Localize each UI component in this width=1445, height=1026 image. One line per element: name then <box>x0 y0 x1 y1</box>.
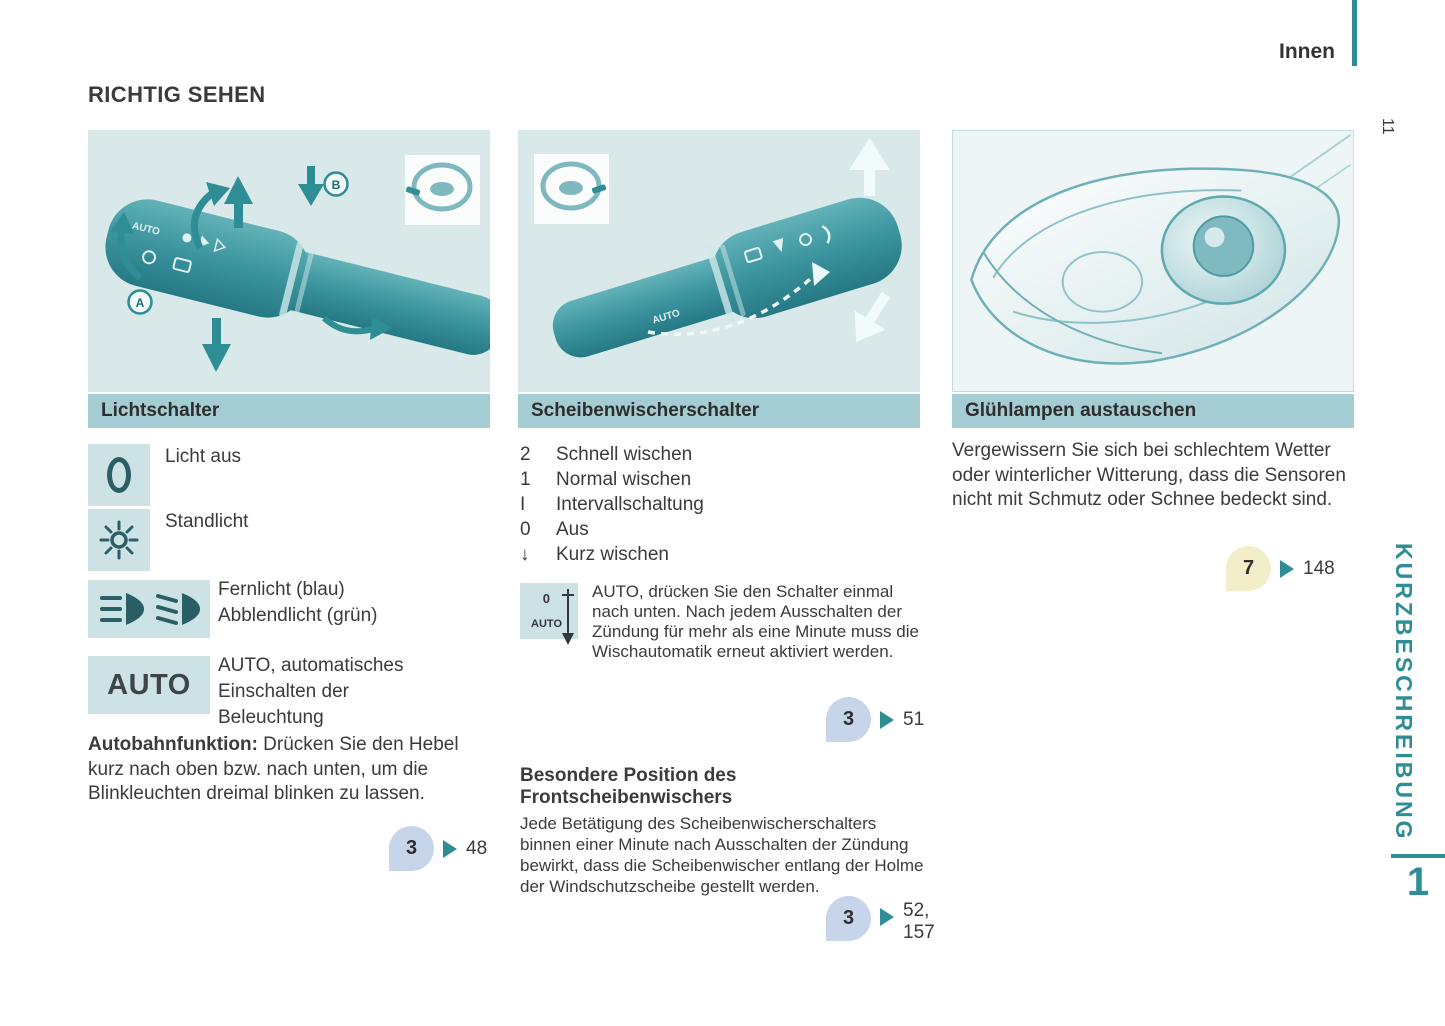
ref-badge: 7 <box>1226 546 1271 591</box>
wiper-stalk-drawing: AUTO <box>534 138 902 358</box>
side-chapter-rule <box>1391 854 1445 858</box>
motorway-function-text: Drücken Sie den Hebel kurz nach oben bzw… <box>88 734 459 804</box>
mode-label: Kurz wischen <box>556 543 669 565</box>
auto-wiper-iconbox: 0 AUTO <box>520 583 578 645</box>
column-header-bulbs: Glühlampen austauschen <box>952 394 1354 428</box>
page-reference-wipers-1: 3 51 <box>826 697 924 742</box>
parking-light-iconbox <box>88 509 150 571</box>
page-title: RICHTIG SEHEN <box>88 82 266 107</box>
steering-wheel-icon <box>405 155 480 225</box>
mode-label: Schnell wischen <box>556 443 693 465</box>
side-chapter-title: KURZBESCHREIBUNG <box>1391 543 1417 842</box>
parked-position-subheading: Besondere Position des Frontscheibenwisc… <box>520 765 737 808</box>
page-reference-lights: 3 48 <box>389 826 487 871</box>
beam-iconbox <box>88 580 210 638</box>
headlamp-bulb-lens <box>1192 215 1255 277</box>
ref-badge: 3 <box>826 697 871 742</box>
wiper-mode-row: ↓ Kurz wischen <box>520 542 704 567</box>
headlamp-illustration <box>952 130 1354 392</box>
ref-badge: 3 <box>389 826 434 871</box>
marker-a: A <box>127 289 153 315</box>
side-chapter-number: 1 <box>1406 860 1430 904</box>
push-up-arrow-icon <box>849 138 890 196</box>
ref-arrow-icon <box>880 908 894 926</box>
ref-arrow-icon <box>880 710 894 729</box>
parked-position-paragraph: Jede Betätigung des Scheibenwischerschal… <box>520 814 924 896</box>
mode-key: I <box>520 493 526 515</box>
ref-page-number: 51 <box>903 708 925 730</box>
flick-left-arrow-icon <box>110 212 143 281</box>
wiper-mode-row: 2 Schnell wischen <box>520 442 704 467</box>
flick-up-arrow-icon <box>190 182 230 250</box>
ref-arrow-icon <box>1280 559 1294 578</box>
ref-page-number: 52, 157 <box>903 900 935 943</box>
light-stalk: AUTO <box>105 199 490 355</box>
rotate-arrow-icon <box>321 315 392 340</box>
parking-light-icon <box>99 520 139 560</box>
wiper-mode-row: 1 Normal wischen <box>520 467 704 492</box>
svg-text:A: A <box>136 296 145 310</box>
ref-page-number: 48 <box>466 837 488 859</box>
section-label: Innen <box>1279 40 1335 63</box>
mode-key: 2 <box>520 443 531 465</box>
wiper-mode-row: 0 Aus <box>520 517 704 542</box>
light-stalk-drawing: AUTO <box>105 155 490 372</box>
column-header-lights: Lichtschalter <box>88 394 490 428</box>
page-reference-wipers-2: 3 52, 157 <box>826 896 949 944</box>
ref-page-number: 148 <box>1303 557 1335 579</box>
mode-key: ↓ <box>520 543 530 565</box>
mode-label: Aus <box>556 518 589 540</box>
headlamp-drawing <box>953 131 1353 391</box>
low-beam-label: Abblendlicht (grün) <box>218 605 378 626</box>
wiper-mode-row: I Intervallschaltung <box>520 492 704 517</box>
wiper-stalk: AUTO <box>552 197 902 358</box>
marker-b: B <box>298 166 349 206</box>
down-arrow-icon <box>202 318 231 372</box>
wiper-stalk-illustration: AUTO <box>518 130 920 392</box>
page-reference-bulbs: 7 148 <box>1226 546 1335 591</box>
light-stalk-illustration: AUTO <box>88 130 490 392</box>
auto-wiper-icon: 0 AUTO <box>531 589 574 645</box>
column-header-wipers: Scheibenwischerschalter <box>518 394 920 428</box>
steering-wheel-icon <box>534 154 609 224</box>
svg-text:AUTO: AUTO <box>531 618 562 630</box>
rotate-dashed-arrow-icon <box>647 262 830 336</box>
pull-down-arrow-icon <box>854 291 891 343</box>
mode-key: 1 <box>520 468 531 490</box>
section-divider-bar <box>1352 0 1357 66</box>
mode-key: 0 <box>520 518 531 540</box>
motorway-function-paragraph: Autobahnfunktion: Drücken Sie den Hebel … <box>88 733 480 807</box>
light-off-icon <box>107 457 131 493</box>
svg-text:B: B <box>332 178 341 192</box>
side-page-number: 11 <box>1379 118 1396 135</box>
ref-arrow-icon <box>443 839 457 858</box>
auto-light-iconbox: AUTO <box>88 656 210 714</box>
high-beam-label: Fernlicht (blau) <box>218 579 345 600</box>
auto-light-icon: AUTO <box>107 668 191 701</box>
wiper-mode-list: 2 Schnell wischen 1 Normal wischen I Interv… <box>520 442 704 567</box>
sensor-note-paragraph: Vergewissern Sie sich bei schlechtem Wet… <box>952 440 1346 510</box>
motorway-function-term: Autobahnfunktion: <box>88 734 258 755</box>
mode-label: Intervallschaltung <box>556 493 704 515</box>
light-off-label: Licht aus <box>165 446 242 467</box>
up-arrow-icon <box>224 176 253 228</box>
parking-light-label: Standlicht <box>165 511 249 532</box>
high-beam-icon <box>100 593 144 625</box>
svg-text:0: 0 <box>543 591 550 606</box>
light-off-iconbox <box>88 444 150 506</box>
auto-light-label: AUTO, automatisches Einschalten der Bele… <box>218 655 404 728</box>
mode-label: Normal wischen <box>556 468 692 490</box>
low-beam-icon <box>156 593 200 625</box>
auto-wiper-paragraph: AUTO, drücken Sie den Schalter einmal na… <box>592 582 919 661</box>
ref-badge: 3 <box>826 896 871 941</box>
